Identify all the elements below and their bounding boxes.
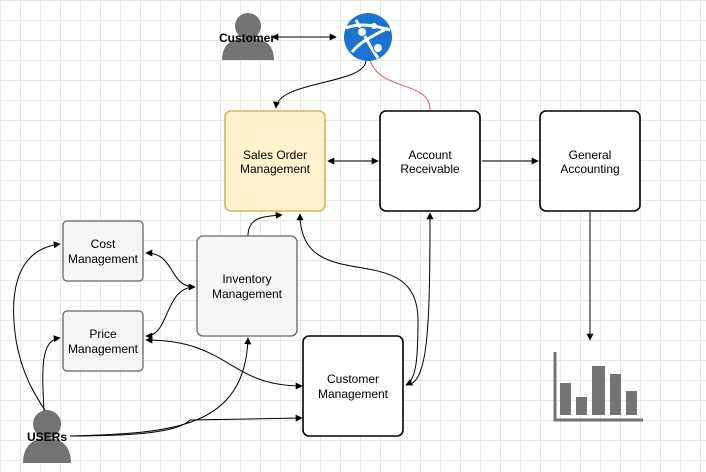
edge-users-cost [13, 241, 61, 413]
bar-chart-report-icon[interactable] [553, 352, 643, 422]
node-sales-order-management[interactable]: Sales Order Management [224, 110, 326, 212]
node-inventory-management[interactable]: Inventory Management [196, 235, 298, 337]
node-account-receivable[interactable]: Account Receivable [379, 110, 481, 212]
person-icon [23, 410, 71, 463]
node-cost-management[interactable]: Cost Management [62, 220, 144, 282]
edge-price-inventory [145, 286, 196, 340]
node-customer-management[interactable]: Customer Management [302, 335, 404, 437]
customer-actor[interactable]: Customer [219, 13, 275, 60]
node-label-line: Receivable [400, 162, 460, 176]
edge-inventory-sales-order [247, 211, 283, 237]
azure-web-app-icon[interactable] [344, 13, 392, 61]
node-label-line: Inventory [222, 272, 271, 286]
node-label-line: Sales Order [243, 148, 307, 162]
node-label-line: General [569, 148, 612, 162]
edge-users-price [42, 335, 61, 413]
edge-webapp-sales-order [272, 59, 367, 109]
node-price-management[interactable]: Price Management [62, 310, 144, 372]
person-icon [222, 13, 274, 60]
customer-label: Customer [219, 31, 275, 45]
node-label-line: Management [212, 287, 283, 301]
edge-price-customer-management [145, 336, 303, 390]
edge-sales-order-customer-management [296, 213, 419, 386]
node-label-line: Management [318, 387, 389, 401]
node-label-line: Management [68, 252, 139, 266]
edge-account-receivable-webapp [369, 59, 431, 111]
node-label-line: Management [68, 342, 139, 356]
edge-customer-management-account-receivable [405, 212, 434, 386]
node-label-line: Accounting [560, 162, 619, 176]
users-actor[interactable]: USERs [23, 410, 71, 463]
node-label-line: Cost [91, 237, 116, 251]
node-label-line: Customer [327, 372, 379, 386]
users-label: USERs [27, 430, 67, 444]
edge-users-customer-management [69, 414, 303, 437]
node-label-line: Price [89, 327, 117, 341]
node-label-line: Account [408, 148, 452, 162]
node-label-line: Management [240, 162, 311, 176]
edge-cost-inventory [145, 249, 196, 291]
node-general-accounting[interactable]: General Accounting [539, 110, 641, 212]
